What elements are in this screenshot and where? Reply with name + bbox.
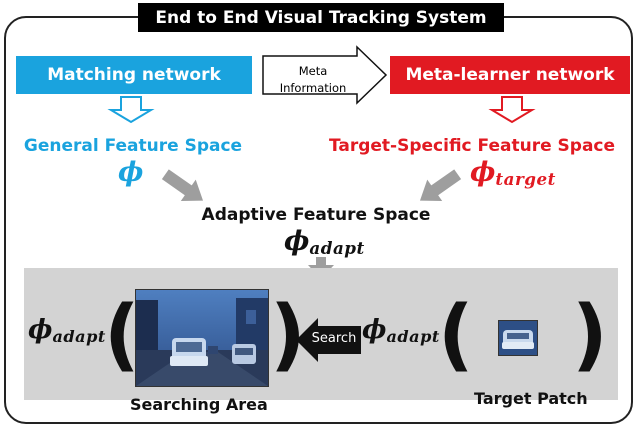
phi-symbol: ϕ [362, 315, 387, 345]
gray-arrow-right [419, 169, 462, 201]
open-paren-right: ( [438, 290, 474, 380]
open-paren-left: ( [104, 290, 140, 380]
gray-arrow-left [161, 169, 204, 201]
red-down-arrow [488, 96, 536, 124]
meta-information-label: Meta Information [270, 63, 356, 97]
adaptive-phi: ϕadapt [284, 226, 365, 258]
street-scene-image [136, 290, 268, 386]
target-patch-image [498, 320, 538, 356]
close-paren-left: ) [270, 290, 306, 380]
target-patch-phi: ϕadapt [362, 315, 440, 346]
phi-symbol: ϕ [28, 315, 53, 345]
target-feature-space-label: Target-Specific Feature Space [328, 136, 616, 156]
target-feature-phi: ϕtarget [470, 157, 556, 189]
diagram-title: End to End Visual Tracking System [138, 3, 504, 32]
meta-learner-network-box: Meta-learner network [390, 56, 630, 94]
meta-line2: Information [279, 81, 347, 95]
target-patch-caption: Target Patch [474, 389, 588, 408]
phi-subscript: target [495, 169, 556, 190]
phi-subscript: adapt [52, 327, 106, 347]
search-arrow [296, 318, 361, 362]
phi-symbol: ϕ [118, 157, 144, 188]
close-paren-right: ) [572, 290, 608, 380]
phi-symbol: ϕ [470, 157, 496, 188]
car-patch-image [499, 321, 537, 355]
meta-information-arrow [262, 45, 388, 105]
searching-area-image [135, 289, 269, 387]
general-feature-phi: ϕ [118, 157, 143, 188]
phi-subscript: adapt [386, 327, 440, 347]
searching-area-caption: Searching Area [130, 395, 268, 414]
searching-phi: ϕadapt [28, 315, 106, 346]
phi-subscript: adapt [309, 238, 365, 259]
phi-symbol: ϕ [284, 226, 310, 257]
general-feature-space-label: General Feature Space [23, 136, 243, 156]
meta-line1: Meta [298, 64, 328, 78]
matching-network-box: Matching network [16, 56, 252, 94]
search-label: Search [311, 331, 357, 346]
adaptive-feature-space-label: Adaptive Feature Space [201, 205, 431, 225]
blue-down-arrow [107, 96, 155, 124]
